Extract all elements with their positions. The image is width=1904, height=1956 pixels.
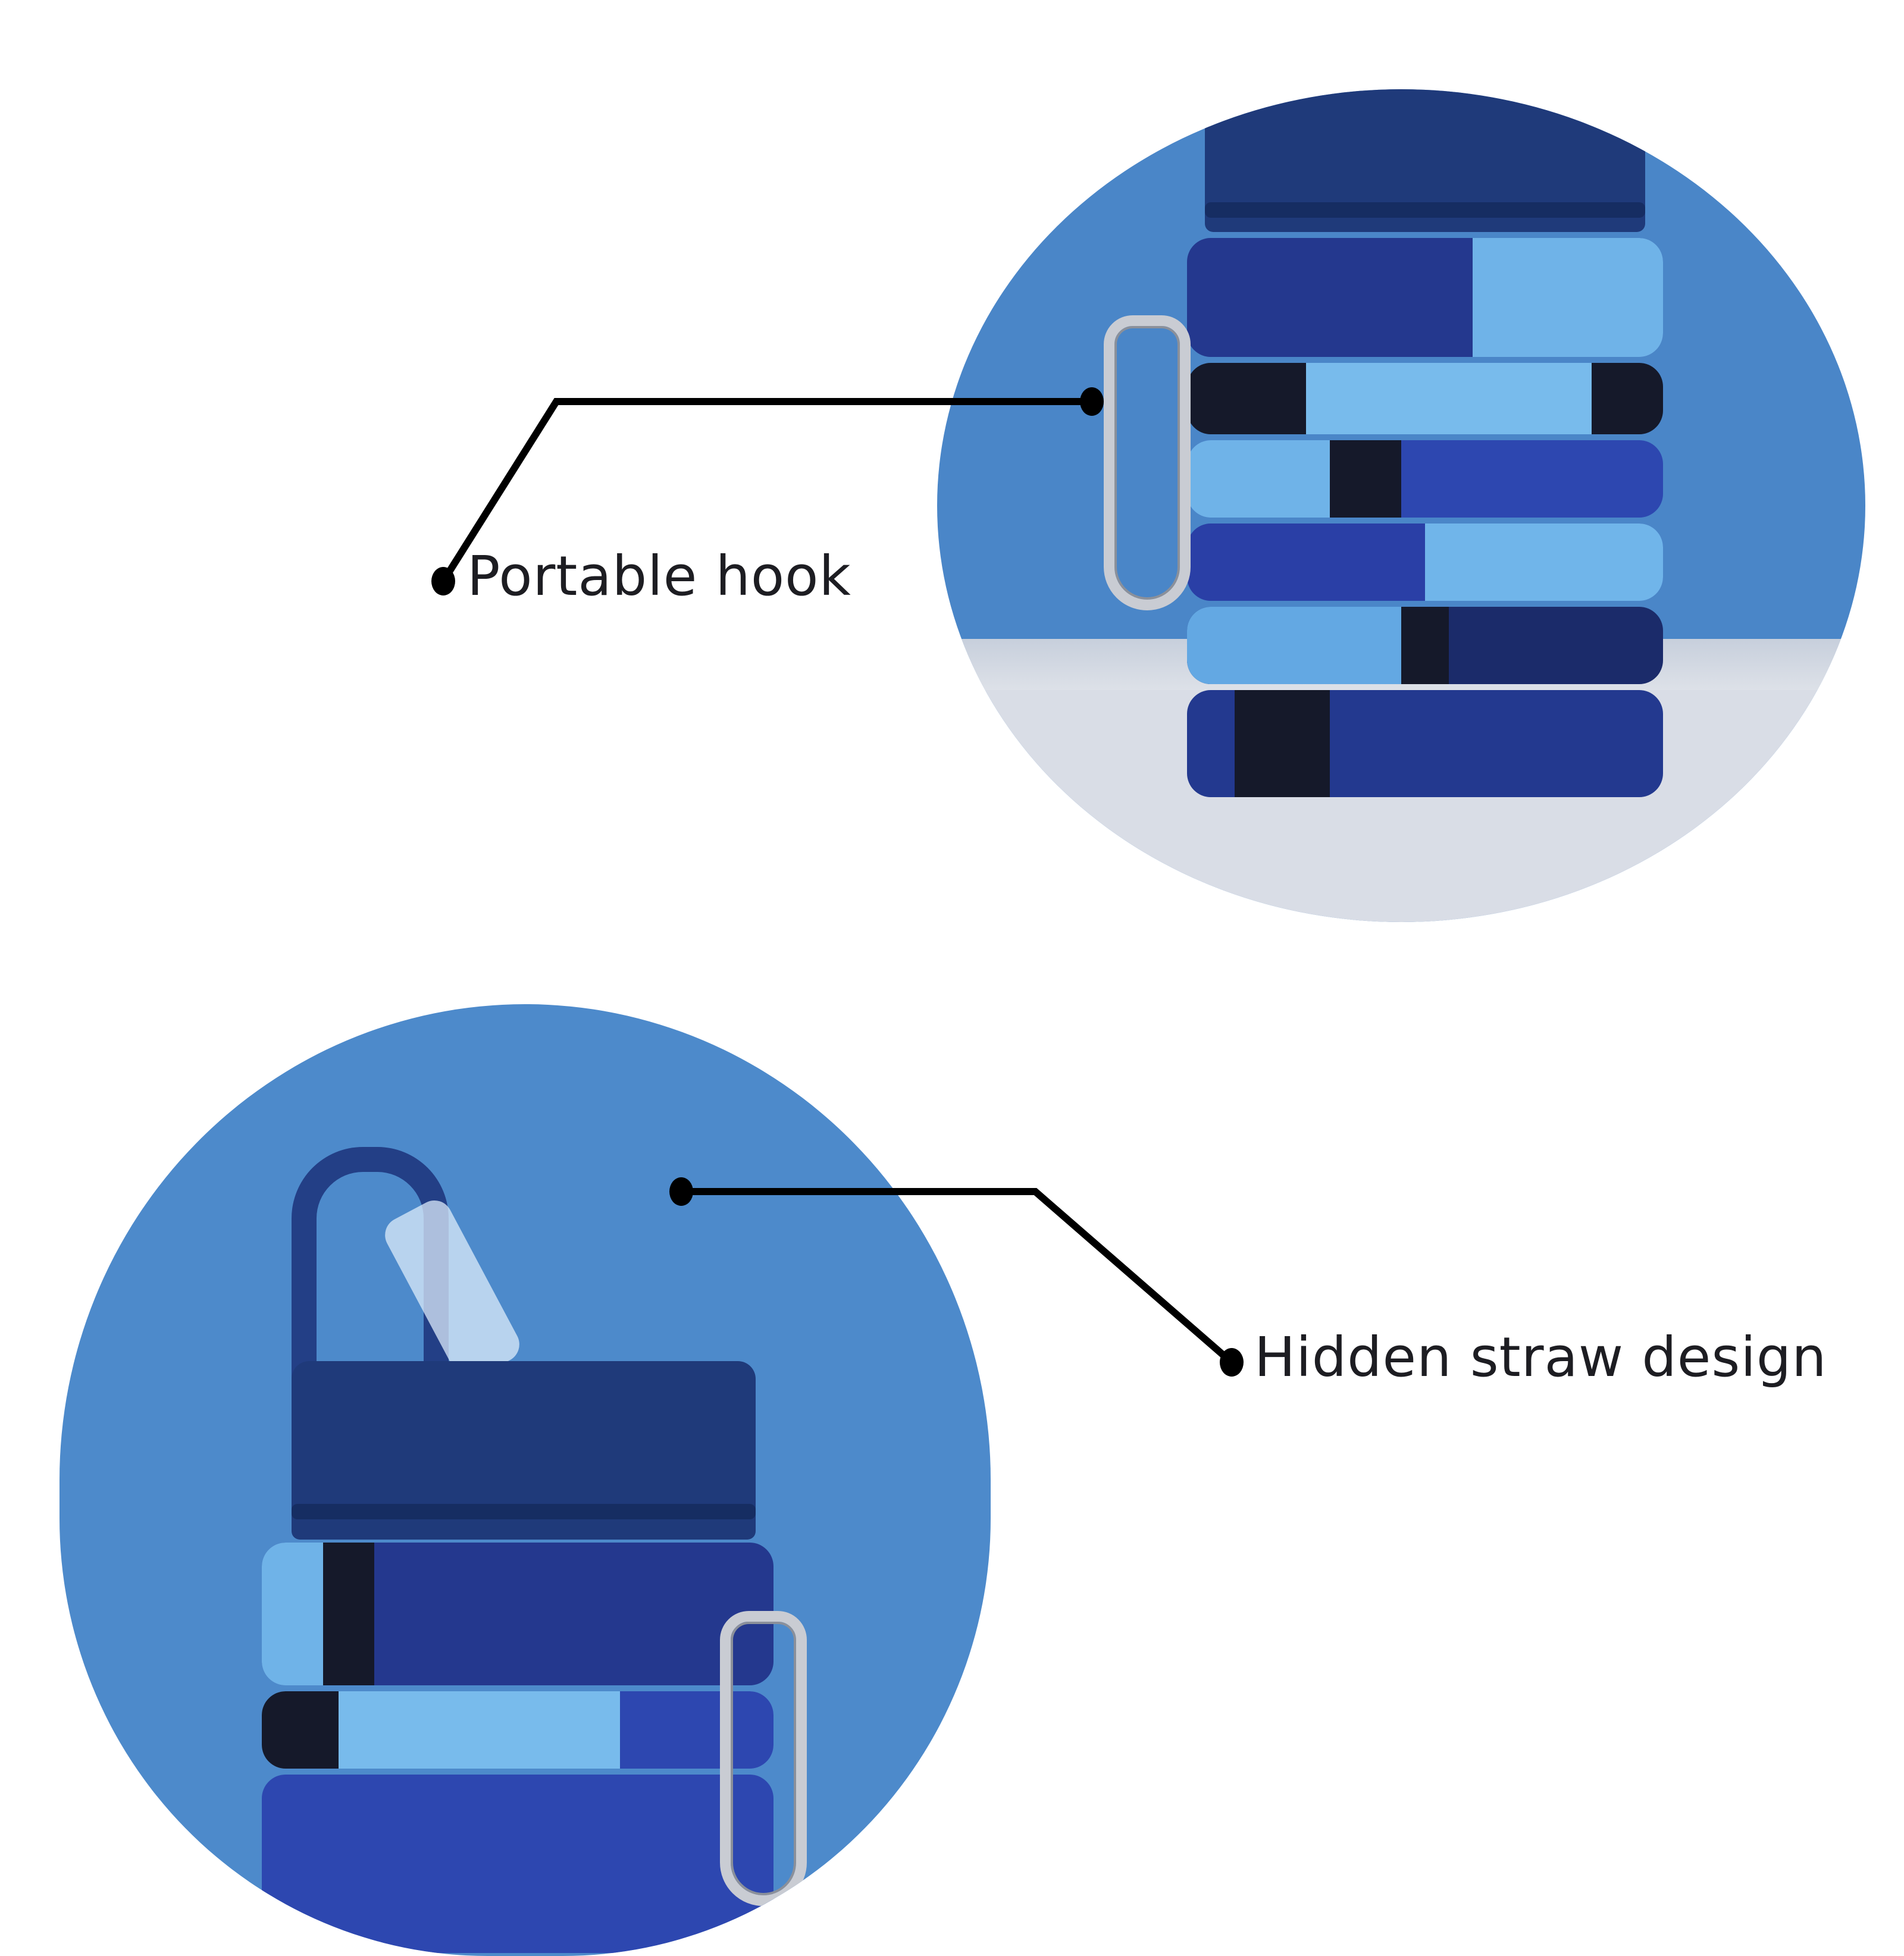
product-photo-straw-lid (60, 1004, 991, 1956)
bottle-segment (1187, 524, 1663, 601)
leader-hidden-straw (669, 1177, 1244, 1377)
callout-leader-lines (431, 387, 1244, 1377)
callout-label-portable-hook: Portable hook (467, 544, 851, 608)
carabiner-hook (720, 1611, 807, 1906)
bottle-segment (1187, 238, 1663, 357)
bottle-segment (1187, 363, 1663, 434)
callout-label-hidden-straw: Hidden straw design (1254, 1325, 1827, 1389)
bottle-segment (1187, 440, 1663, 518)
lid-cap (292, 1361, 756, 1540)
bottle-cap (1205, 89, 1645, 232)
bottle-segment (262, 1691, 774, 1769)
leader-portable-hook (431, 387, 1104, 595)
carabiner-hook (1104, 315, 1191, 610)
bottle-segment (1187, 607, 1663, 684)
bottle-segment (262, 1543, 774, 1685)
collapsed-bottle (1187, 89, 1663, 898)
product-photo-collapsed-bottle (937, 89, 1865, 922)
bottle-segment (1187, 690, 1663, 797)
